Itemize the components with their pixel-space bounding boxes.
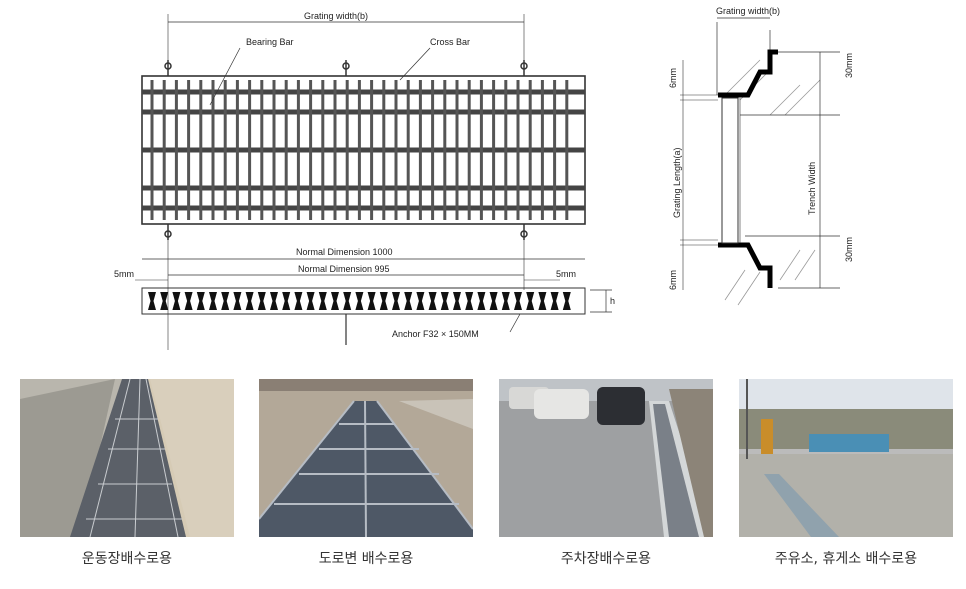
trench-width-label: Trench Width xyxy=(807,162,817,215)
photo-roadside-drain xyxy=(259,379,473,537)
bar-profile-shape xyxy=(404,292,413,310)
anchor-label: Anchor F32 × 150MM xyxy=(392,329,479,339)
caption-parking: 주차장배수로용 xyxy=(560,551,652,567)
bar-profile-shape xyxy=(538,292,547,310)
caption-playground: 운동장배수로용 xyxy=(81,551,173,567)
normal-dimension-1000: Normal Dimension 1000 xyxy=(296,247,393,257)
bar-profile-shape xyxy=(489,292,498,310)
left-gap-label: 5mm xyxy=(114,269,134,279)
bar-profile-shape xyxy=(440,292,449,310)
thirty-mm-bottom-label: 30mm xyxy=(844,237,854,262)
bar-profile-shape xyxy=(562,292,571,310)
normal-dimension-995: Normal Dimension 995 xyxy=(298,264,390,274)
bar-profile-shape xyxy=(196,292,205,310)
bar-profile-shape xyxy=(416,292,425,310)
bar-profile-shape xyxy=(477,292,486,310)
bar-profile-shape xyxy=(367,292,376,310)
bar-profile-shape xyxy=(392,292,400,310)
bar-profile-shape xyxy=(318,292,327,310)
bar-profile-shape xyxy=(294,292,303,310)
caption-gas-station: 주유소, 휴게소 배수로용 xyxy=(774,551,918,567)
bar-profile-shape xyxy=(379,292,388,310)
technical-drawing: Grating width(b) Bearing Bar Cross Bar N… xyxy=(114,6,854,350)
bearing-bar-label: Bearing Bar xyxy=(246,37,294,47)
bar-profile-shape xyxy=(331,292,339,310)
bar-profile-shape xyxy=(343,292,352,310)
bar-profile-shape xyxy=(306,292,315,310)
bar-profile-shape xyxy=(526,292,535,310)
bar-profile-shape xyxy=(221,292,230,310)
bar-profile-shape xyxy=(160,292,169,310)
grating-length-label: Grating Length(a) xyxy=(672,147,682,218)
bar-profile-shape xyxy=(148,292,156,310)
grating-width-label: Grating width(b) xyxy=(304,11,368,21)
bar-profile-shape xyxy=(465,292,474,310)
bar-profile-shape xyxy=(355,292,364,310)
height-label: h xyxy=(610,296,615,306)
right-gap-label: 5mm xyxy=(556,269,576,279)
caption-roadside: 도로변 배수로용 xyxy=(318,551,414,567)
bar-profile-shape xyxy=(282,292,291,310)
bar-profile-shape xyxy=(184,292,193,310)
thirty-mm-top-label: 30mm xyxy=(844,53,854,78)
photo-playground-drain xyxy=(20,379,234,537)
bar-profile-shape xyxy=(514,292,522,310)
bar-profile-shape xyxy=(501,292,510,310)
grating-plan-view xyxy=(135,14,586,350)
photo-gas-station-drain xyxy=(739,379,953,537)
trench-cross-section xyxy=(680,17,840,306)
section-grating-width-label: Grating width(b) xyxy=(716,6,780,16)
bar-profile-shape xyxy=(257,292,266,310)
photo-parking-drain xyxy=(499,379,713,537)
six-mm-bottom-label: 6mm xyxy=(668,270,678,290)
bar-profile-shape xyxy=(233,292,242,310)
bar-profile-shape xyxy=(453,292,461,310)
bar-profile-shape xyxy=(550,292,559,310)
bar-profile-row xyxy=(141,287,612,345)
bar-profile-shape xyxy=(172,292,181,310)
bar-profile-shape xyxy=(245,292,254,310)
cross-bar-label: Cross Bar xyxy=(430,37,470,47)
bar-profile-shape xyxy=(270,292,278,310)
six-mm-top-label: 6mm xyxy=(668,68,678,88)
bar-profile-shape xyxy=(209,292,217,310)
bar-profile-shape xyxy=(428,292,437,310)
